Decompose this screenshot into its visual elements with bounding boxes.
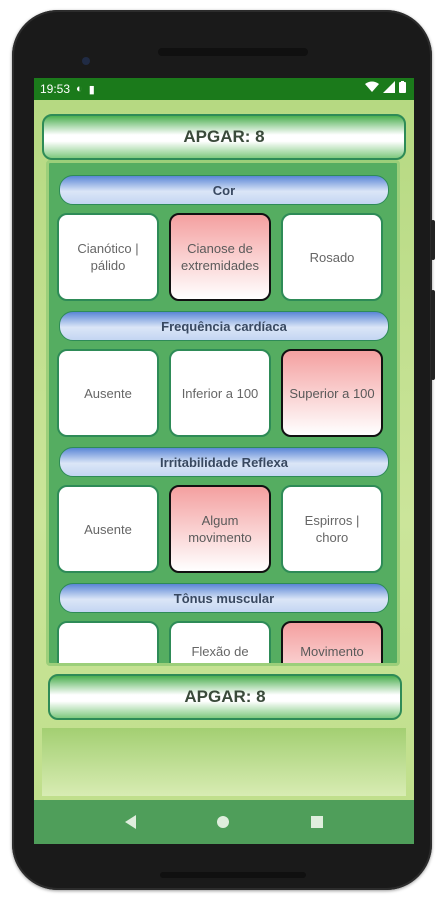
power-button — [431, 220, 435, 260]
sd-card-icon: ▮ — [88, 83, 95, 96]
apgar-score-top: APGAR: 8 — [42, 114, 406, 160]
navigation-bar — [34, 800, 414, 844]
option-irritabilidade-0[interactable]: Ausente — [57, 485, 159, 573]
wifi-icon — [365, 81, 379, 92]
bottom-speaker — [160, 872, 306, 878]
section-header-tonus: Tônus muscular — [59, 583, 389, 613]
option-irritabilidade-2[interactable]: Espirros | choro — [281, 485, 383, 573]
option-frequencia-0[interactable]: Ausente — [57, 349, 159, 437]
battery-icon — [399, 81, 406, 93]
option-tonus-1[interactable]: Flexão de — [169, 621, 271, 663]
volume-button — [431, 290, 435, 380]
signal-icon — [383, 81, 395, 93]
option-irritabilidade-1[interactable]: Algum movimento — [169, 485, 271, 573]
apgar-score-bottom: APGAR: 8 — [48, 674, 402, 720]
apgar-criteria-panel[interactable]: Cor Cianótico | pálido Cianose de extrem… — [46, 160, 400, 666]
sync-icon: ◐ — [76, 83, 83, 95]
section-header-cor: Cor — [59, 175, 389, 205]
status-time: 19:53 — [40, 82, 71, 96]
option-frequencia-2[interactable]: Superior a 100 — [281, 349, 383, 437]
section-header-frequencia: Frequência cardíaca — [59, 311, 389, 341]
front-camera — [82, 57, 90, 65]
option-cor-2[interactable]: Rosado — [281, 213, 383, 301]
home-icon[interactable] — [217, 816, 230, 828]
recent-apps-icon[interactable] — [311, 816, 324, 828]
option-tonus-2[interactable]: Movimento — [281, 621, 383, 663]
footer-area — [42, 728, 406, 796]
section-header-irritabilidade: Irritabilidade Reflexa — [59, 447, 389, 477]
option-cor-1[interactable]: Cianose de extremidades — [169, 213, 271, 301]
option-tonus-0[interactable] — [57, 621, 159, 663]
back-icon[interactable] — [124, 815, 136, 829]
app-screen: 19:53 ◐ ▮ APGAR: 8 Cor Cianótico | pálid… — [34, 78, 414, 844]
earpiece-speaker — [158, 48, 308, 56]
option-frequencia-1[interactable]: Inferior a 100 — [169, 349, 271, 437]
status-bar: 19:53 ◐ ▮ — [34, 78, 414, 100]
option-cor-0[interactable]: Cianótico | pálido — [57, 213, 159, 301]
